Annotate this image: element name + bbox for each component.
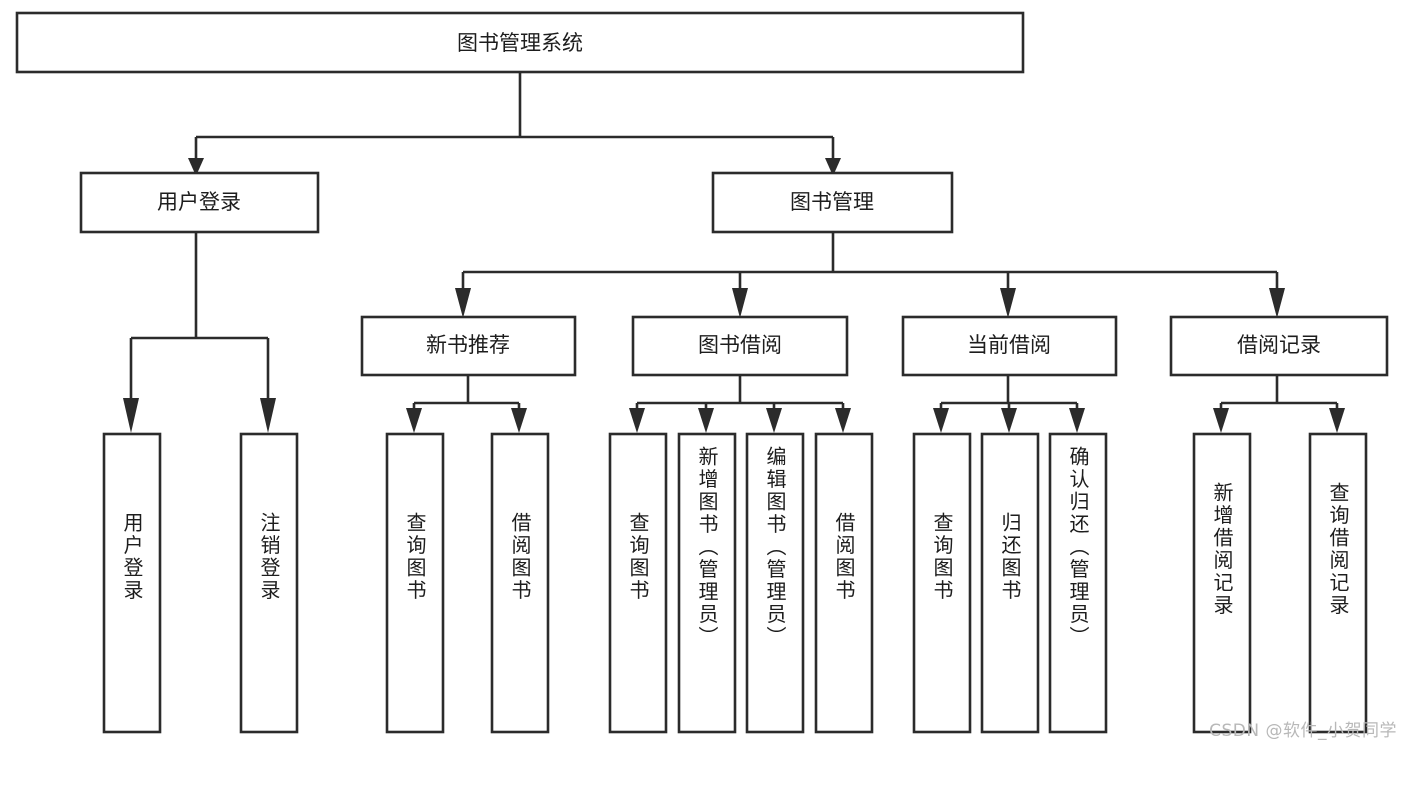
node-label-borrow-record: 借阅记录 (1237, 333, 1321, 357)
arrowhead-leaf-add-book (698, 408, 714, 433)
arrowhead-leaf-borrow-book-1 (511, 408, 527, 433)
arrowhead-leaf-edit-book (766, 408, 782, 433)
node-box-leaf-12[interactable] (1308, 432, 1368, 734)
node-box-leaf-1[interactable] (239, 432, 299, 734)
arrowhead-current-borrow (1000, 288, 1016, 318)
node-label-user-login: 用户登录 (157, 190, 241, 214)
arrowhead-leaf-query-record (1329, 408, 1345, 433)
node-label-book-management: 图书管理 (790, 190, 874, 214)
arrowhead-leaf-borrow-book-2 (835, 408, 851, 433)
node-box-leaf-6[interactable] (745, 432, 805, 734)
watermark-text: CSDN @软件_小贺同学 (1209, 721, 1397, 741)
node-label-current-borrow: 当前借阅 (967, 333, 1051, 357)
node-box-leaf-2[interactable] (385, 432, 445, 734)
arrowhead-leaf-return-book (1001, 408, 1017, 433)
node-box-borrow-record[interactable] (1169, 315, 1389, 377)
arrowhead-leaf-user-login (123, 398, 139, 433)
node-box-new-book-recommend[interactable] (360, 315, 577, 377)
arrowhead-user-login (188, 158, 204, 176)
node-box-root[interactable] (15, 11, 1025, 74)
node-box-leaf-5[interactable] (677, 432, 737, 734)
arrowhead-leaf-query-book-2 (629, 408, 645, 433)
node-label-layer: 图书管理系统 用户登录 图书管理 新书推荐 图书借阅 当前借阅 借阅记录 (157, 31, 1321, 357)
arrowhead-book-mgmt (825, 158, 841, 176)
flowchart-canvas: 图书管理系统 用户登录 图书管理 新书推荐 图书借阅 当前借阅 借阅记录 用户登… (15, 11, 1397, 741)
node-box-leaf-4[interactable] (608, 432, 668, 734)
node-box-leaf-11[interactable] (1192, 432, 1252, 734)
node-box-leaf-8[interactable] (912, 432, 972, 734)
node-box-book-management[interactable] (711, 171, 954, 234)
arrowhead-new-book-rec (455, 288, 471, 318)
arrowhead-leaf-query-book-3 (933, 408, 949, 433)
arrowhead-leaf-query-book-1 (406, 408, 422, 433)
node-box-leaf-0[interactable] (102, 432, 162, 734)
node-box-leaf-7[interactable] (814, 432, 874, 734)
arrowhead-borrow-record (1269, 288, 1285, 318)
node-box-user-login[interactable] (79, 171, 320, 234)
tree-diagram-svg: 图书管理系统 用户登录 图书管理 新书推荐 图书借阅 当前借阅 借阅记录 (15, 11, 1389, 734)
node-box-leaf-9[interactable] (980, 432, 1040, 734)
node-label-book-borrow: 图书借阅 (698, 333, 782, 357)
node-label-root: 图书管理系统 (457, 31, 583, 55)
node-label-new-book-recommend: 新书推荐 (426, 333, 510, 357)
node-box-current-borrow[interactable] (901, 315, 1118, 377)
node-box-book-borrow[interactable] (631, 315, 849, 377)
arrowhead-book-borrow (732, 288, 748, 318)
arrowhead-leaf-add-record (1213, 408, 1229, 433)
arrowhead-leaf-confirm-return (1069, 408, 1085, 433)
node-box-layer (15, 11, 1389, 734)
arrowhead-leaf-logout (260, 398, 276, 433)
node-box-leaf-3[interactable] (490, 432, 550, 734)
node-box-leaf-10[interactable] (1048, 432, 1108, 734)
connector-layer (123, 72, 1345, 433)
